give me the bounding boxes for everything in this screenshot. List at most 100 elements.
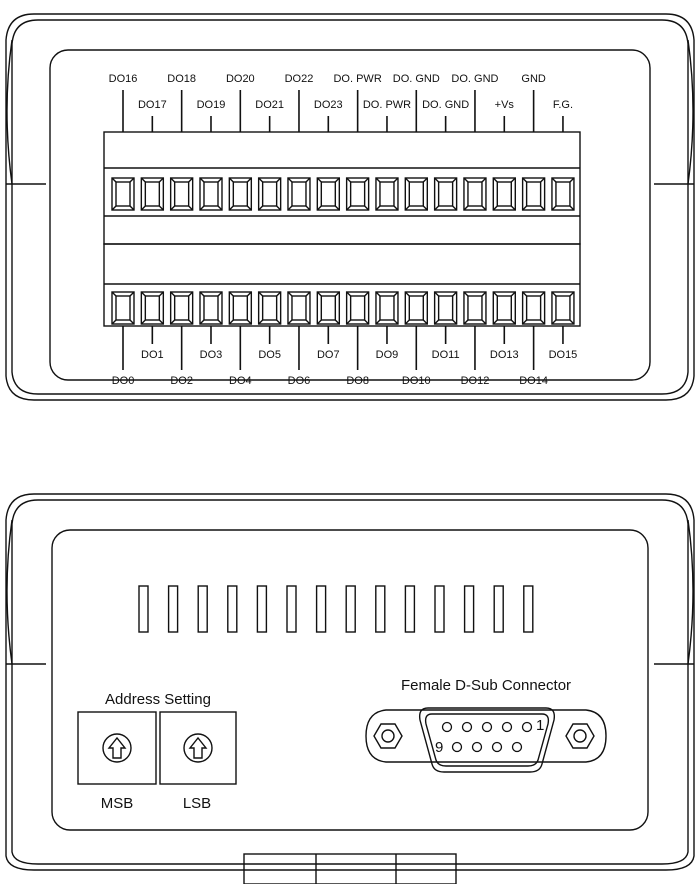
upper-terminal-block: [103, 131, 581, 245]
top-screw-terminal[interactable]: [111, 177, 135, 211]
bottom-label-upper: DO5: [258, 349, 281, 361]
top-label-upper: DO16: [109, 73, 138, 85]
top-screw-terminal[interactable]: [199, 177, 223, 211]
bottom-module-outline: [5, 493, 695, 885]
top-label-upper: GND: [521, 73, 546, 85]
bottom-label-lower: DO6: [288, 375, 311, 387]
bottom-screw-terminal[interactable]: [169, 291, 194, 325]
bottom-screw-terminal[interactable]: [521, 291, 546, 325]
bottom-screw-terminal[interactable]: [492, 291, 516, 325]
vent-slot: [256, 585, 268, 633]
top-screw-terminal[interactable]: [551, 177, 575, 211]
dsub-title: Female D-Sub Connector: [401, 677, 571, 694]
vent-slot: [138, 585, 149, 633]
top-label-lower: DO. PWR: [363, 99, 411, 111]
lsb-rotary-switch[interactable]: [183, 733, 213, 763]
bottom-label-upper: DO15: [549, 349, 578, 361]
top-lead-lines: [122, 90, 564, 132]
top-label-lower: +Vs: [495, 99, 515, 111]
top-screw-terminal[interactable]: [169, 177, 194, 211]
top-screw-terminal[interactable]: [316, 177, 341, 211]
top-module-outline: [5, 13, 695, 401]
dsub-pin: [481, 721, 493, 733]
bottom-screw-terminal[interactable]: [375, 291, 399, 325]
dsub-left-screw: [373, 723, 403, 749]
top-label-upper: DO. GND: [451, 73, 498, 85]
vent-slot: [463, 585, 475, 633]
bottom-screw-terminal[interactable]: [228, 291, 253, 325]
dsub-connector[interactable]: [365, 707, 607, 773]
bottom-screw-terminal[interactable]: [111, 291, 135, 325]
top-label-upper: DO20: [226, 73, 255, 85]
bottom-label-lower: DO2: [170, 375, 193, 387]
bottom-screw-terminal[interactable]: [433, 291, 458, 325]
top-screw-terminal[interactable]: [287, 177, 311, 211]
top-screw-terminal[interactable]: [521, 177, 546, 211]
vent-slot: [227, 585, 238, 633]
vent-slot: [345, 585, 356, 633]
address-setting-title: Address Setting: [105, 691, 211, 708]
msb-label: MSB: [101, 795, 134, 812]
dsub-pin: [451, 741, 463, 753]
dsub-pin: [471, 741, 483, 753]
dsub-pin: [491, 741, 503, 753]
top-screw-terminal[interactable]: [492, 177, 516, 211]
top-screw-terminal[interactable]: [433, 177, 458, 211]
dsub-right-screw: [565, 723, 595, 749]
bottom-screw-row: [111, 291, 575, 325]
dsub-pin-9-label: 9: [435, 739, 443, 756]
bottom-label-upper: DO11: [432, 349, 460, 361]
top-screw-terminal[interactable]: [404, 177, 428, 211]
vent-slot: [404, 585, 416, 633]
dsub-pin: [461, 721, 473, 733]
top-screw-terminal[interactable]: [228, 177, 253, 211]
bottom-screw-terminal[interactable]: [345, 291, 370, 325]
bottom-label-upper: DO9: [376, 349, 399, 361]
top-label-lower: DO17: [138, 99, 167, 111]
vent-slot: [523, 585, 534, 633]
bottom-screw-terminal[interactable]: [257, 291, 282, 325]
bottom-screw-terminal[interactable]: [199, 291, 223, 325]
bottom-label-upper: DO3: [200, 349, 223, 361]
top-label-lower: F.G.: [553, 99, 573, 111]
bottom-label-upper: DO7: [317, 349, 340, 361]
bottom-label-lower: DO4: [229, 375, 252, 387]
dsub-pin: [501, 721, 513, 733]
bottom-screw-terminal[interactable]: [463, 291, 487, 325]
dsub-pins: [441, 721, 533, 753]
top-screw-terminal[interactable]: [140, 177, 165, 211]
bottom-lead-lines: [122, 326, 564, 370]
top-screw-terminal[interactable]: [257, 177, 282, 211]
dsub-pin-1-label: 1: [536, 717, 544, 734]
lower-terminal-block: [103, 243, 581, 327]
bottom-screw-terminal[interactable]: [287, 291, 311, 325]
bottom-screw-terminal[interactable]: [316, 291, 341, 325]
vent-slots: [138, 585, 534, 633]
bottom-screw-terminal[interactable]: [404, 291, 428, 325]
top-label-upper: DO. PWR: [333, 73, 381, 85]
bottom-screw-terminal[interactable]: [551, 291, 575, 325]
dsub-pin: [441, 721, 453, 733]
dsub-pin: [521, 721, 533, 733]
bottom-label-lower: DO10: [402, 375, 431, 387]
vent-slot: [197, 585, 208, 633]
bottom-label-lower: DO12: [461, 375, 490, 387]
address-setting-panel: [77, 711, 237, 785]
vent-slot: [167, 585, 179, 633]
top-label-lower: DO23: [314, 99, 343, 111]
top-label-lower: DO19: [197, 99, 226, 111]
top-label-upper: DO18: [167, 73, 196, 85]
top-screw-terminal[interactable]: [463, 177, 487, 211]
bottom-screw-terminal[interactable]: [140, 291, 165, 325]
bottom-label-lower: DO8: [346, 375, 369, 387]
msb-rotary-switch[interactable]: [102, 733, 132, 763]
top-screw-terminal[interactable]: [375, 177, 399, 211]
top-screw-terminal[interactable]: [345, 177, 370, 211]
top-label-lower: DO21: [255, 99, 284, 111]
bottom-label-upper: DO1: [141, 349, 164, 361]
vent-slot: [375, 585, 386, 633]
top-label-upper: DO22: [285, 73, 314, 85]
